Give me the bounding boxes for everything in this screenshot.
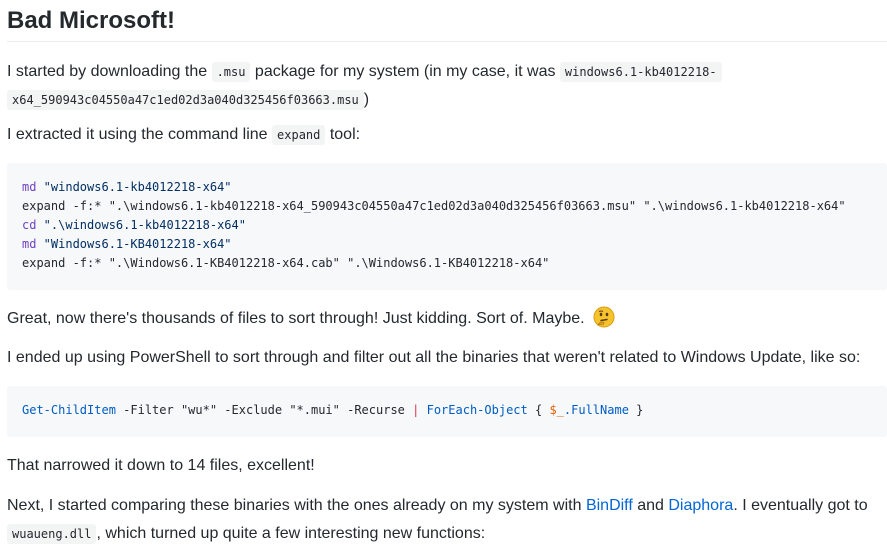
text: That narrowed it down to 14 files, excel… bbox=[7, 457, 315, 474]
inline-code-filename-2: x64_590943c04550a47c1ed02d3a040d325456f0… bbox=[7, 90, 364, 110]
code-line: expand -f:* ".\windows6.1-kb4012218-x64_… bbox=[22, 199, 846, 213]
text: I started by downloading the bbox=[7, 63, 212, 80]
code-command: Get-ChildItem bbox=[22, 403, 116, 417]
code-text: } bbox=[628, 403, 644, 417]
code-keyword: md bbox=[22, 180, 37, 194]
text: Great, now there's thousands of files to… bbox=[7, 310, 585, 327]
text: ) bbox=[363, 91, 370, 108]
paragraph-download: I started by downloading the .msu packag… bbox=[7, 58, 882, 114]
code-variable: $_ bbox=[549, 403, 564, 417]
code-text: "Windows6.1-KB4012218-x64" bbox=[36, 237, 232, 251]
paragraph-narrowed: That narrowed it down to 14 files, excel… bbox=[7, 452, 882, 480]
text: I extracted it using the command line bbox=[7, 126, 273, 143]
text: , which turned up quite a few interestin… bbox=[96, 525, 486, 542]
thinking-face-icon bbox=[593, 306, 615, 328]
code-keyword: md bbox=[22, 237, 37, 251]
code-line: expand -f:* ".\Windows6.1-KB4012218-x64.… bbox=[22, 256, 550, 270]
code-block-powershell: Get-ChildItem -Filter "wu*" -Exclude "*.… bbox=[7, 386, 887, 437]
code-pipe: | bbox=[412, 403, 420, 417]
paragraph-compare: Next, I started comparing these binaries… bbox=[7, 492, 882, 548]
code-text: ".\windows6.1-kb4012218-x64" bbox=[36, 218, 246, 232]
code-block-expand: md "windows6.1-kb4012218-x64" expand -f:… bbox=[7, 163, 887, 290]
code-property: .FullName bbox=[563, 403, 629, 417]
code-text: "windows6.1-kb4012218-x64" bbox=[36, 180, 232, 194]
text: . I eventually got to bbox=[733, 497, 868, 514]
diaphora-link[interactable]: Diaphora bbox=[668, 497, 734, 514]
code-text: { bbox=[527, 403, 550, 417]
text: package for my system (in my case, it wa… bbox=[250, 63, 560, 80]
inline-code-filename-1: windows6.1-kb4012218- bbox=[559, 62, 722, 82]
paragraph-extract: I extracted it using the command line ex… bbox=[7, 121, 882, 149]
code-command: ForEach-Object bbox=[426, 403, 528, 417]
code-text: -Filter "wu*" -Exclude "*.mui" -Recurse bbox=[115, 403, 413, 417]
text: I ended up using PowerShell to sort thro… bbox=[7, 349, 861, 366]
code-text bbox=[419, 403, 426, 417]
text: tool: bbox=[325, 126, 361, 143]
paragraph-powershell: I ended up using PowerShell to sort thro… bbox=[7, 344, 882, 372]
paragraph-great: Great, now there's thousands of files to… bbox=[7, 305, 882, 333]
text: and bbox=[632, 497, 669, 514]
inline-code-wuaueng: wuaueng.dll bbox=[7, 524, 97, 544]
section-heading: Bad Microsoft! bbox=[7, 0, 887, 42]
code-keyword: cd bbox=[22, 218, 37, 232]
bindiff-link[interactable]: BinDiff bbox=[585, 497, 633, 514]
text: Next, I started comparing these binaries… bbox=[7, 497, 586, 514]
inline-code-msu: .msu bbox=[211, 62, 251, 82]
inline-code-expand: expand bbox=[272, 125, 326, 145]
